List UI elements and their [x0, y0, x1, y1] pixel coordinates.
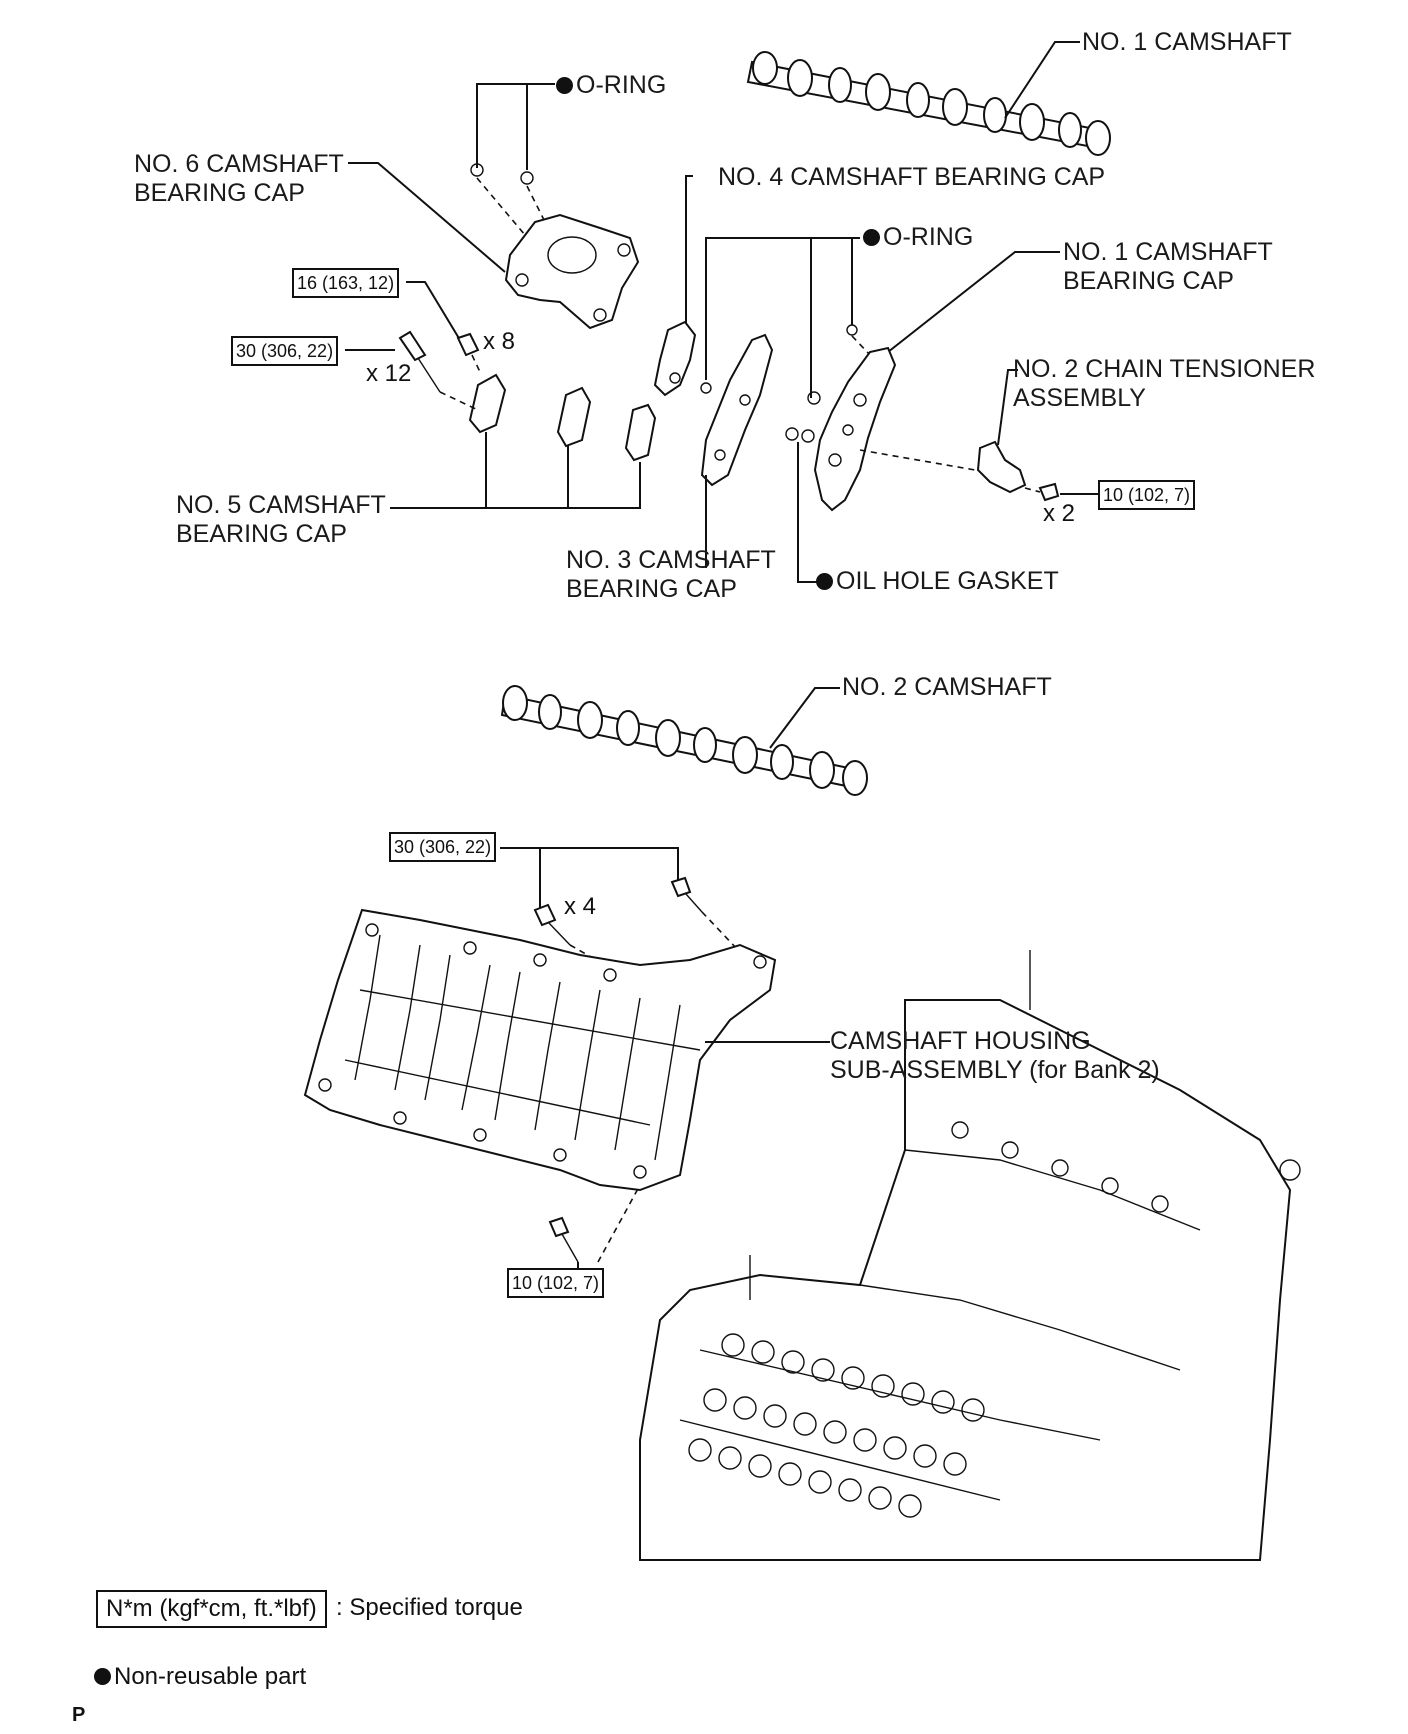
torque-box-30-housing: 30 (306, 22)	[389, 832, 497, 862]
non-reusable-dot-icon	[863, 229, 880, 246]
label-no6-cap-line2: BEARING CAP	[134, 179, 305, 207]
non-reusable-dot-icon	[94, 1668, 111, 1685]
page-mark: P	[72, 1704, 86, 1726]
torque-box-10-tensioner: 10 (102, 7)	[1098, 480, 1196, 510]
label-no2-tensioner-line1: NO. 2 CHAIN TENSIONER	[1013, 355, 1316, 383]
no2-chain-tensioner-illustration	[976, 440, 1060, 502]
no2-camshaft-illustration	[500, 685, 868, 796]
quantity-x4: x 4	[564, 893, 597, 920]
label-o-ring-mid: O-RING	[863, 222, 973, 252]
legend-torque-description: : Specified torque	[336, 1594, 523, 1621]
quantity-x8: x 8	[483, 328, 516, 355]
label-oil-hole-gasket-text: OIL HOLE GASKET	[836, 567, 1059, 595]
engine-block-illustration	[639, 950, 1301, 1561]
label-o-ring-top-text: O-RING	[576, 71, 667, 99]
quantity-x2: x 2	[1043, 500, 1076, 527]
label-no6-cap-line1: NO. 6 CAMSHAFT	[134, 150, 344, 178]
torque-box-30-caps: 30 (306, 22)	[231, 336, 339, 366]
no4-bearing-cap-illustration	[653, 320, 697, 397]
no3-bearing-cap-illustration	[700, 333, 774, 487]
label-no1-cap-line1: NO. 1 CAMSHAFT	[1063, 238, 1273, 266]
label-no1-cap-line2: BEARING CAP	[1063, 267, 1234, 295]
legend-nonreusable-text: Non-reusable part	[114, 1663, 307, 1690]
no1-bearing-cap-illustration	[813, 346, 897, 512]
label-no1-camshaft: NO. 1 CAMSHAFT	[1082, 28, 1292, 56]
housing-bolt-illustration	[533, 876, 703, 1263]
label-no5-cap-line2: BEARING CAP	[176, 520, 347, 548]
legend-nonreusable: Non-reusable part	[94, 1662, 306, 1692]
torque-box-10-housing: 10 (102, 7)	[507, 1268, 605, 1298]
non-reusable-dot-icon	[816, 573, 833, 590]
label-no2-tensioner-line2: ASSEMBLY	[1013, 384, 1146, 412]
label-no4-cap: NO. 4 CAMSHAFT BEARING CAP	[718, 163, 1106, 191]
no1-camshaft-illustration	[746, 51, 1111, 156]
label-housing-line2: SUB-ASSEMBLY (for Bank 2)	[830, 1056, 1160, 1084]
legend-torque-box: N*m (kgf*cm, ft.*lbf)	[96, 1590, 327, 1628]
label-no2-camshaft: NO. 2 CAMSHAFT	[842, 673, 1052, 701]
label-no5-cap-line1: NO. 5 CAMSHAFT	[176, 491, 386, 519]
label-no3-cap-line2: BEARING CAP	[566, 575, 737, 603]
no5-bearing-cap-illustration	[468, 373, 657, 462]
label-no3-cap-line1: NO. 3 CAMSHAFT	[566, 546, 776, 574]
torque-box-16: 16 (163, 12)	[292, 268, 400, 298]
label-o-ring-top: O-RING	[556, 70, 666, 100]
non-reusable-dot-icon	[556, 77, 573, 94]
camshaft-housing-illustration	[303, 908, 777, 1192]
label-housing-line1: CAMSHAFT HOUSING	[830, 1027, 1091, 1055]
no6-bearing-cap-illustration	[504, 213, 640, 330]
label-o-ring-mid-text: O-RING	[883, 223, 974, 251]
label-oil-hole-gasket: OIL HOLE GASKET	[816, 566, 1059, 596]
cap-bolt-illustration	[398, 330, 480, 393]
quantity-x12: x 12	[366, 360, 412, 387]
